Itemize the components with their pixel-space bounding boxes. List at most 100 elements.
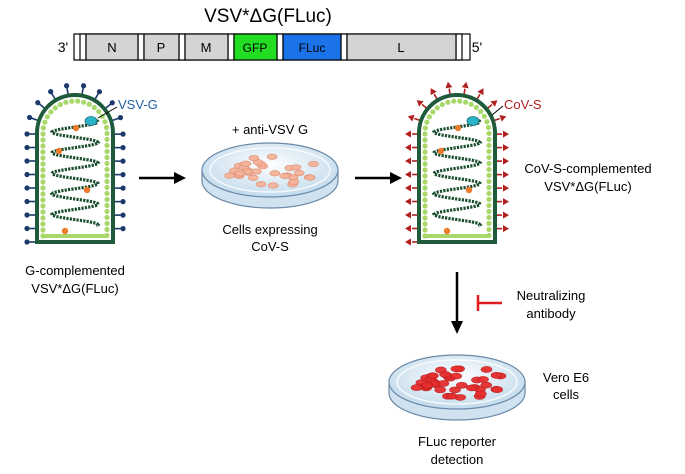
dish-bot-cell xyxy=(490,371,503,379)
vsv-g-membrane-bead xyxy=(104,178,110,185)
cov-s-membrane-bead xyxy=(422,149,428,155)
dish-mid-cell xyxy=(224,172,235,179)
vsv-g-spike-head xyxy=(120,145,126,151)
gene-fluc-label: FLuc xyxy=(299,41,326,55)
cov-s-spike-head xyxy=(461,81,469,89)
vsv-g-membrane-bead xyxy=(102,119,108,125)
gene-gfp-label: GFP xyxy=(243,41,268,55)
dish-bot-cell xyxy=(421,381,433,389)
vsv-g-spike-head xyxy=(24,158,30,164)
cov-s-membrane-bead xyxy=(486,136,492,143)
cov-s-membrane-bead xyxy=(486,166,492,173)
vsv-g-spike-head xyxy=(120,185,126,191)
vsv-g-membrane-bead xyxy=(81,99,87,105)
dish-mid-cell xyxy=(269,170,281,177)
cov-s-membrane-bead xyxy=(486,190,492,197)
cov-s-spike-head xyxy=(499,114,507,122)
vsv-g-label: VSV-G xyxy=(118,97,158,112)
cov-s-spike-head xyxy=(405,130,411,138)
cov-s-membrane-bead xyxy=(486,184,492,191)
cov-s-label: CoV-S xyxy=(504,97,542,112)
cov-s-nucleocapsid-coil xyxy=(431,117,483,228)
vsv-g-leader xyxy=(97,106,118,119)
cov-s-membrane-bead xyxy=(422,131,428,137)
dish-bot-cell xyxy=(449,386,461,394)
cov-s-spike-head xyxy=(445,81,453,89)
cov-s-membrane-bead xyxy=(422,185,428,191)
cov-s-membrane-bead xyxy=(422,179,428,185)
cov-s-spike-head xyxy=(405,184,411,192)
vsv-g-membrane-bead xyxy=(104,196,110,203)
genome-end-3prime: 3' xyxy=(58,39,68,55)
vsv-g-membrane-bead xyxy=(40,221,46,227)
vsv-g-membrane-bead xyxy=(40,143,46,149)
vsv-g-membrane-bead xyxy=(40,137,46,143)
dish-bot-cell xyxy=(491,386,504,393)
gene-fluc-box xyxy=(282,33,342,61)
cov-s-membrane-bead xyxy=(468,101,474,107)
vsv-g-membrane-bead xyxy=(40,197,46,203)
vsv-g-spike-head xyxy=(24,185,30,191)
dish-mid-cell xyxy=(267,182,279,189)
infected-cells-light xyxy=(224,153,319,189)
cov-s-leader xyxy=(491,105,504,116)
vsv-g-spike-head xyxy=(24,171,30,178)
arrow-to-virus-right xyxy=(355,172,402,184)
vsv-g-spike-head xyxy=(24,212,30,218)
vsv-g-membrane-bead xyxy=(103,124,110,131)
vsv-g-spike-head xyxy=(24,198,30,205)
cov-s-membrane-bead xyxy=(486,232,492,239)
dish-bot-cell xyxy=(477,376,489,383)
gene-n-label: N xyxy=(107,40,116,55)
vsv-g-membrane-bead xyxy=(40,125,46,131)
vsv-g-spike-head xyxy=(109,100,115,106)
gene-n-box xyxy=(85,33,139,61)
cov-s-spike-head xyxy=(503,171,509,179)
arrow-to-vero xyxy=(451,272,463,334)
cov-s-polymerase-dot xyxy=(437,147,445,155)
vsv-g-membrane-bead xyxy=(40,227,46,233)
cov-s-spike-head xyxy=(503,157,509,165)
gene-p-box xyxy=(143,33,180,61)
dish-mid-cell xyxy=(248,154,260,162)
vsv-g-membrane-bead xyxy=(40,203,46,209)
neutralization-inhibit-symbol xyxy=(476,295,502,311)
cov-s-membrane-bead xyxy=(457,98,463,104)
cov-s-membrane-bead xyxy=(486,208,492,215)
vsv-g-membrane-bead xyxy=(40,173,46,179)
petri-dish-vero xyxy=(388,354,526,421)
vsv-g-spike-head xyxy=(120,131,126,137)
cov-s-membrane-bead xyxy=(422,155,428,161)
dish-mid-cell xyxy=(234,170,246,177)
vsv-g-spike-head xyxy=(24,239,30,245)
vsv-g-membrane-bead xyxy=(104,220,110,227)
vsv-g-spike-head xyxy=(35,100,41,106)
cov-s-spike-head xyxy=(503,211,509,219)
vsv-g-membrane-bead xyxy=(40,149,46,155)
vsv-g-membrane-bead xyxy=(40,191,46,197)
vsv-g-spike-head xyxy=(24,131,30,137)
cov-s-membrane-bead xyxy=(424,119,430,125)
vsv-g-membrane-bead xyxy=(104,184,110,191)
dish-bot-cell xyxy=(450,372,463,380)
vsv-g-polymerase-dot xyxy=(61,227,69,235)
gene-p-label: P xyxy=(157,40,166,55)
vsv-g-polymerase-dot xyxy=(72,124,80,132)
vsv-g-membrane-bead xyxy=(63,99,69,105)
cov-s-spike-head xyxy=(405,238,411,246)
dish-caption-line1: Cells expressing xyxy=(222,222,317,237)
vsv-g-membrane-bead xyxy=(104,202,110,209)
vsv-g-membrane-bead xyxy=(104,142,110,149)
vsv-g-spike-head xyxy=(48,89,54,95)
dish-mid-cell xyxy=(247,174,259,181)
left-caption-line1: G-complemented xyxy=(25,263,125,278)
dish-mid-cell xyxy=(255,181,267,188)
cov-s-membrane-bead xyxy=(486,196,492,203)
cov-s-membrane-bead xyxy=(422,173,428,179)
cov-s-spike-head xyxy=(503,198,509,206)
cov-s-spike-head xyxy=(503,130,509,138)
inhibitor-line1: Neutralizing xyxy=(517,288,586,303)
dish-bot-cell xyxy=(427,372,439,380)
cov-s-membrane-bead xyxy=(422,143,428,149)
vsv-g-membrane-bead xyxy=(75,98,81,104)
